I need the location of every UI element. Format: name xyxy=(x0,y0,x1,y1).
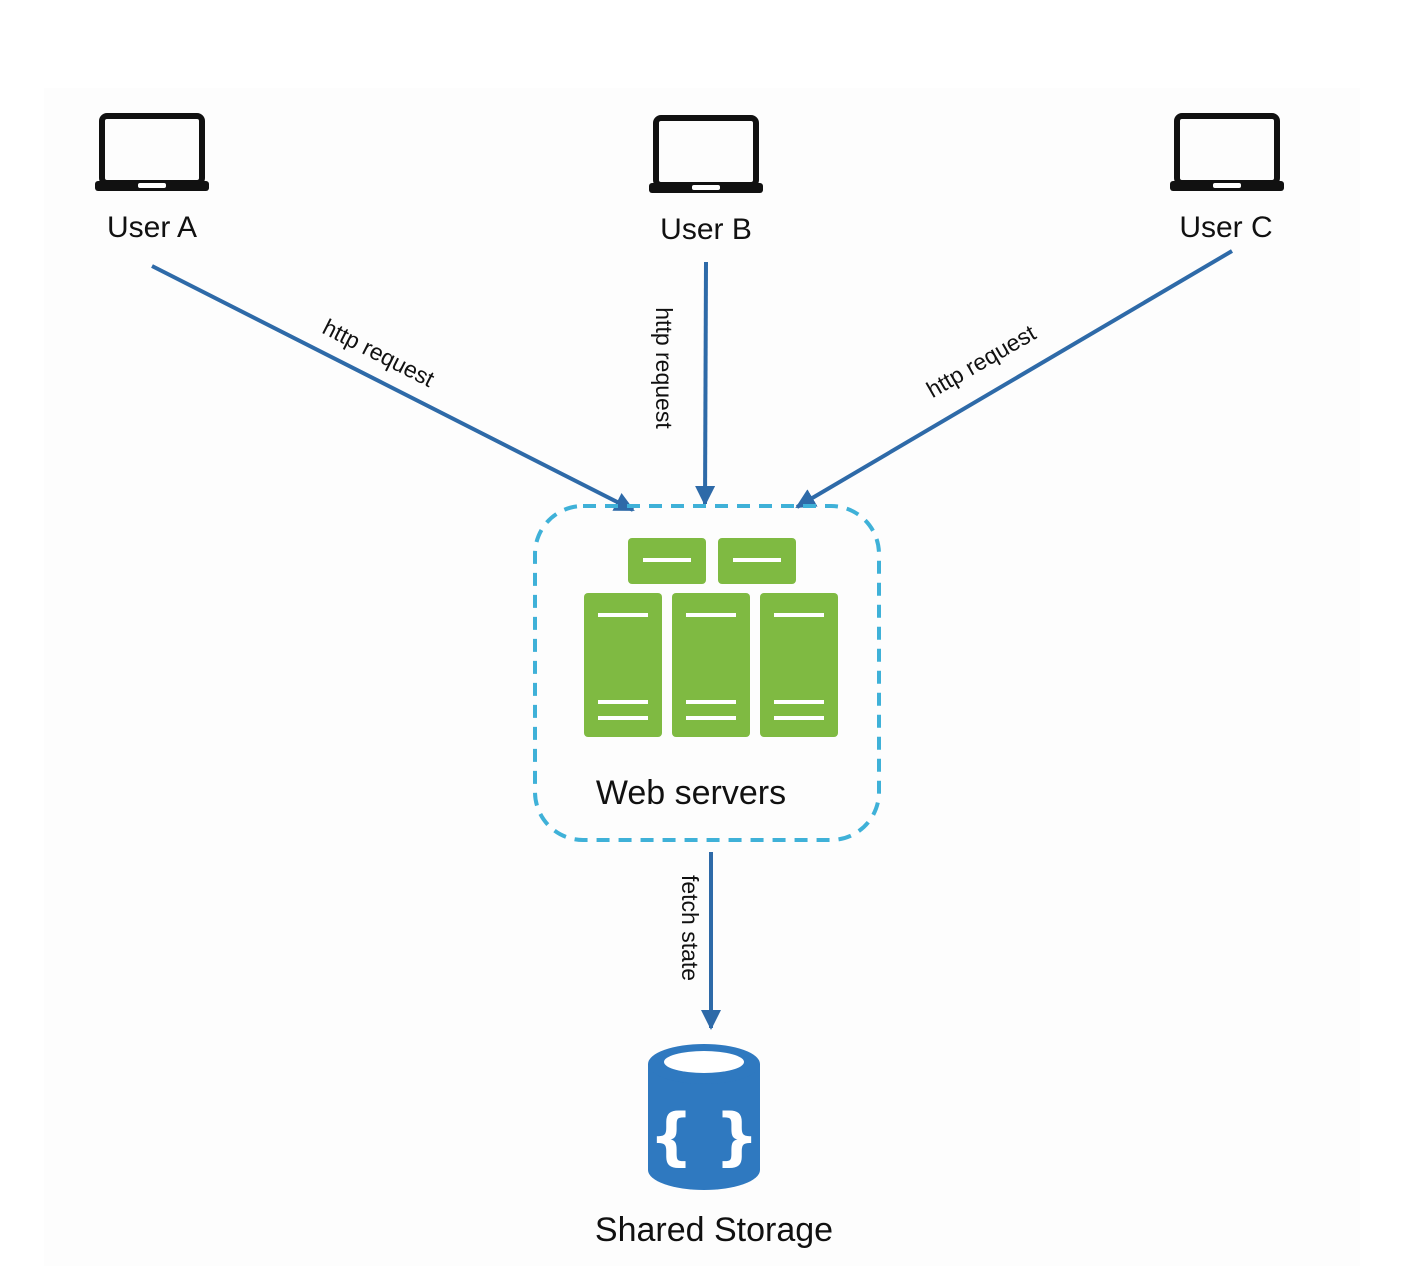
shared-storage-node: { } Shared Storage xyxy=(595,1044,833,1249)
shared-storage-label: Shared Storage xyxy=(595,1211,833,1249)
web-servers-label: Web servers xyxy=(596,774,786,812)
database-icon: { } xyxy=(648,1044,760,1190)
edge-user-b-label: http request xyxy=(651,307,677,429)
database-glyph: { } xyxy=(649,1100,759,1173)
user-c-label: User C xyxy=(1179,211,1272,244)
laptop-icon xyxy=(649,115,763,193)
edge-user-b-to-web-servers xyxy=(695,261,716,506)
laptop-icon xyxy=(95,113,209,191)
web-servers-boundary xyxy=(533,504,881,842)
web-servers-node: Web servers xyxy=(533,504,881,842)
edge-storage-label: fetch state xyxy=(677,875,703,981)
user-c-node: User C xyxy=(1170,113,1284,244)
edge-user-c-label: http request xyxy=(922,319,1041,403)
user-b-node: User B xyxy=(649,115,763,246)
laptop-icon xyxy=(1170,113,1284,191)
edge-user-a-to-web-servers xyxy=(151,264,635,512)
server-rack-icon xyxy=(584,538,838,737)
edge-user-c-to-web-servers xyxy=(795,249,1234,509)
user-a-node: User A xyxy=(95,113,209,244)
user-a-label: User A xyxy=(107,211,197,244)
user-b-label: User B xyxy=(660,213,752,246)
